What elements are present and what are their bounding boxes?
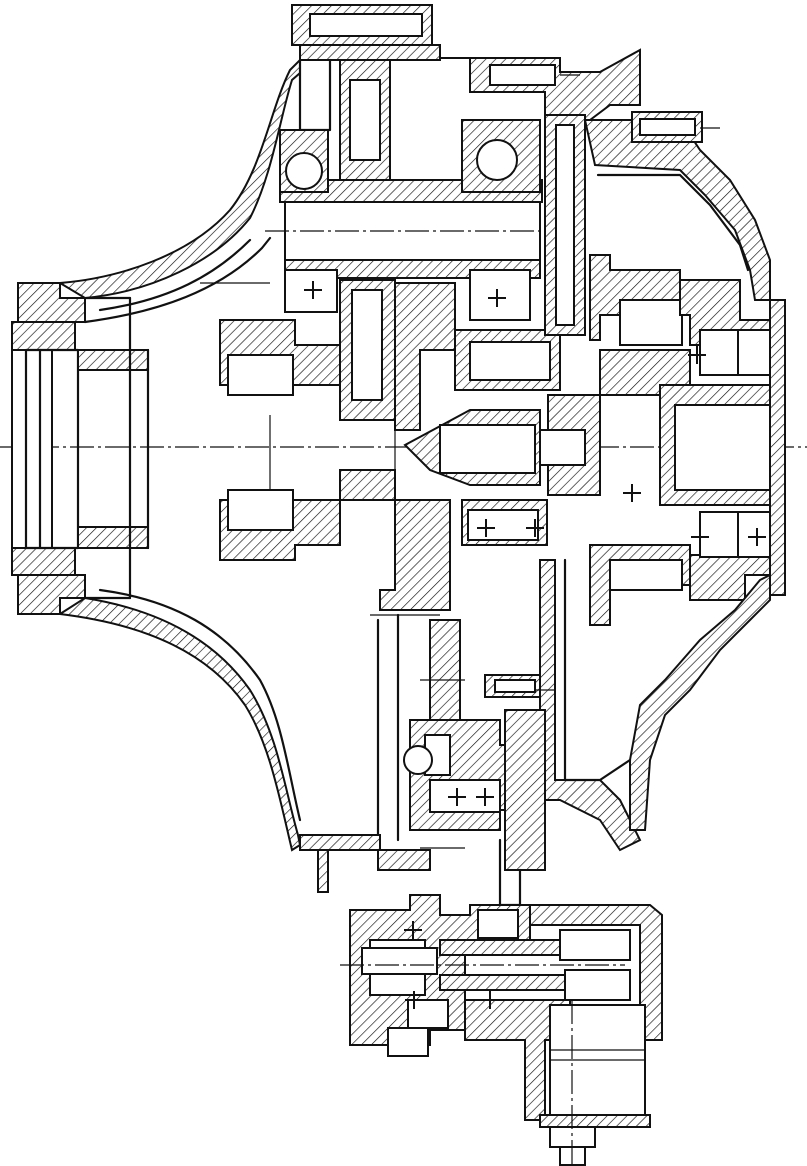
wheel-hub — [659, 279, 786, 601]
bearing-cross-mark — [748, 528, 766, 546]
housing-lower — [57, 558, 771, 893]
central-gear-stack — [219, 279, 561, 852]
bearing-cross-mark — [477, 519, 495, 537]
leader-lines — [200, 74, 720, 849]
drive-motor-assembly — [340, 894, 663, 1166]
ring-gear — [539, 114, 691, 626]
bearing-marks — [304, 281, 766, 1009]
bearing-cross-mark — [691, 528, 709, 546]
bearing-cross-mark — [481, 991, 499, 1009]
lower-pinion — [403, 619, 546, 907]
bearing-cross-mark — [688, 346, 706, 364]
housing-upper — [56, 4, 771, 324]
bearing-cross-mark — [304, 281, 322, 299]
bearing-cross-mark — [404, 921, 422, 939]
bearing-cross-mark — [405, 991, 423, 1009]
bearing-cross-mark — [623, 484, 641, 502]
input-flange — [11, 282, 150, 615]
bearing-cross-mark — [448, 788, 466, 806]
bearing-cross-mark — [526, 519, 544, 537]
bearing-cross-mark — [476, 788, 494, 806]
bearing-cross-mark — [488, 289, 506, 307]
upper-gear-shaft — [265, 59, 560, 321]
